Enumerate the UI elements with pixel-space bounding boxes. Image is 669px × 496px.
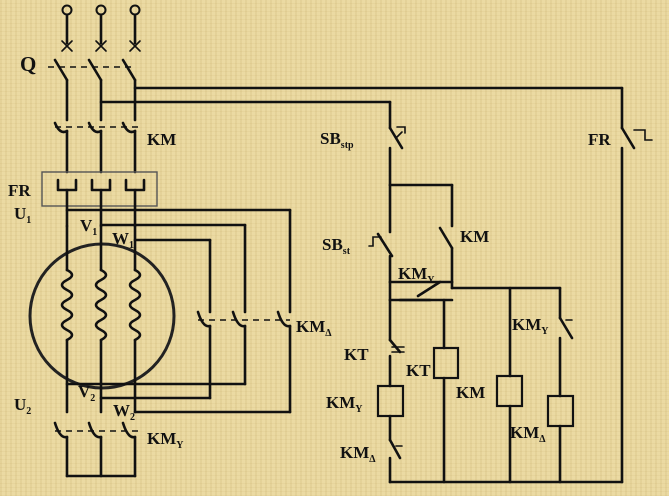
label-km-y-right: KMY <box>512 315 549 337</box>
label-w2: W2 <box>113 401 135 423</box>
label-km-hold: KM <box>460 227 489 246</box>
star-contactor-km-y <box>53 421 140 478</box>
label-w1: W1 <box>112 229 134 251</box>
label-kt-contact: KT <box>344 345 369 364</box>
label-km-y-coil: KMY <box>326 393 363 415</box>
label-sb-stp: SBstp <box>320 129 354 151</box>
label-km-delta-nc: KMΔ <box>340 443 376 465</box>
label-v1: V1 <box>80 216 97 238</box>
label-kt-coil: KT <box>406 361 431 380</box>
label-fr-power: FR <box>8 181 31 200</box>
motor-symbol <box>28 224 176 414</box>
control-circuit <box>368 86 653 484</box>
supply-terminals <box>61 4 141 52</box>
label-km-coil: KM <box>456 383 485 402</box>
label-km-delta: KMΔ <box>296 317 332 339</box>
isolator-switch-q <box>48 58 137 122</box>
label-u2: U2 <box>14 395 31 417</box>
label-km-delta-coil: KMΔ <box>510 423 546 445</box>
label-km-y-power: KMY <box>147 429 184 451</box>
label-v2: V2 <box>78 382 95 404</box>
label-q: Q <box>20 52 36 76</box>
label-u1: U1 <box>14 204 31 226</box>
label-km-y-nc: KMY <box>398 264 435 286</box>
thermal-relay-fr-power <box>41 171 158 228</box>
label-fr-control: FR <box>588 130 611 149</box>
label-sb-st: SBst <box>322 235 351 257</box>
control-supply-wires <box>99 86 624 104</box>
main-contactor-km <box>53 121 140 174</box>
label-km-main: KM <box>147 130 176 149</box>
delta-wiring <box>65 208 292 414</box>
